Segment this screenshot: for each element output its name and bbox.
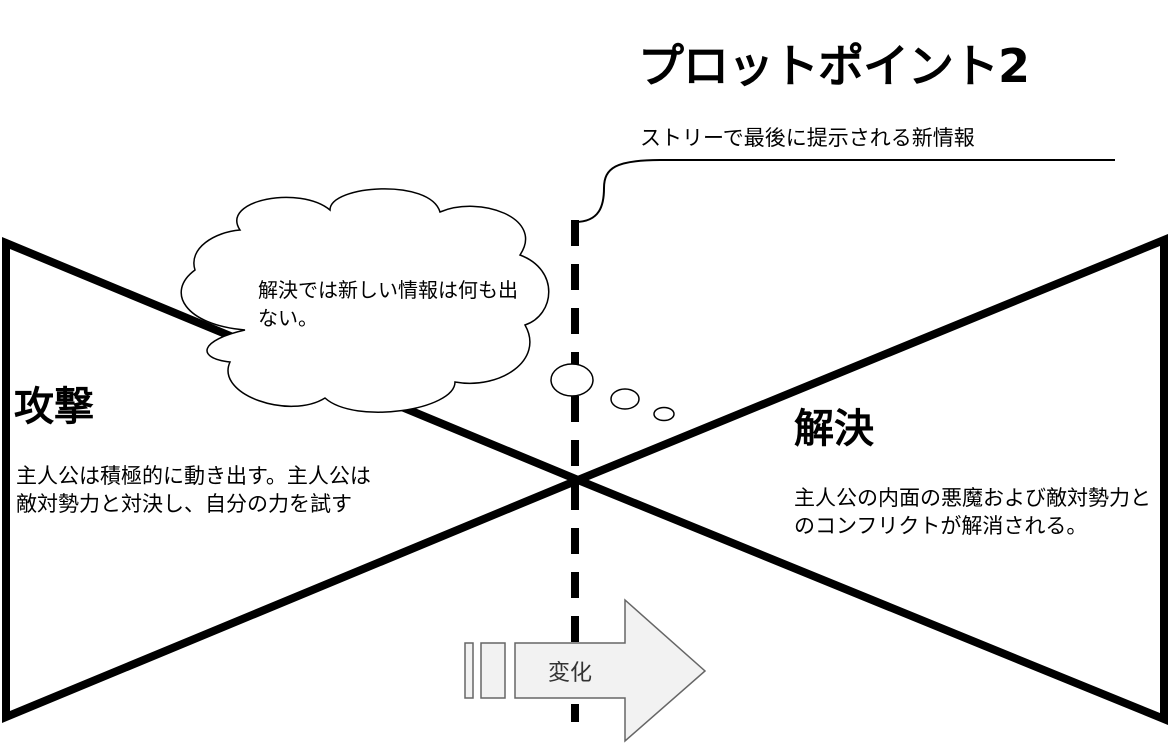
resolution-title: 解決: [794, 406, 874, 452]
thought-bubble-small: [653, 406, 675, 422]
thought-bubble-large: [550, 363, 594, 397]
resolution-description: 主人公の内面の悪魔および敵対勢力とのコンフリクトが解消される。: [794, 486, 1151, 538]
change-arrow: [464, 598, 707, 743]
arrow-stripe-wide: [480, 642, 506, 699]
plot-point-title: プロットポイント2: [638, 39, 1030, 93]
callout-line: [574, 159, 1115, 223]
arrow-stripe-thin: [464, 642, 474, 699]
change-arrow-label: 変化: [547, 661, 592, 686]
bowtie-shape: [2, 234, 1168, 725]
arrow-body: [514, 598, 707, 743]
thought-cloud: [180, 188, 550, 413]
attack-title: 攻撃: [14, 384, 94, 430]
thought-bubble-medium: [610, 388, 640, 410]
plot-point-subtitle: ストリーで最後に提示される新情報: [640, 126, 975, 150]
thought-cloud-text: 解決では新しい情報は何も出ない。: [258, 278, 518, 330]
attack-description: 主人公は積極的に動き出す。主人公は敵対勢力と対決し、自分の力を試す: [16, 464, 371, 516]
